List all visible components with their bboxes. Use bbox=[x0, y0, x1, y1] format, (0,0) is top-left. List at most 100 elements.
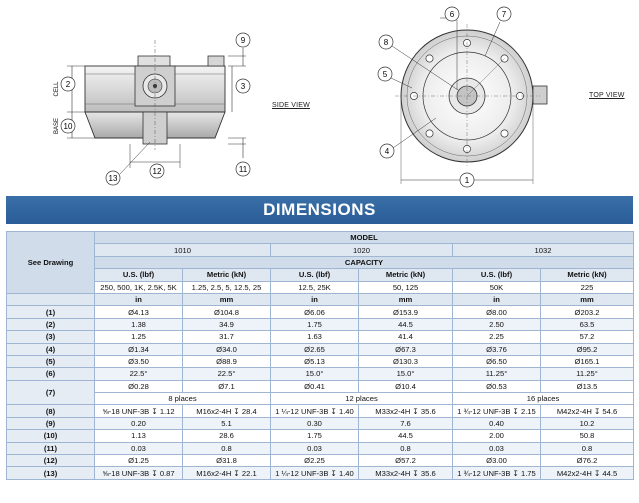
table-cell: 1.25 bbox=[94, 330, 183, 344]
table-cell: Ø6.50 bbox=[452, 354, 541, 369]
table-cell: 34.9 bbox=[182, 317, 271, 332]
table-cell: Ø88.9 bbox=[182, 354, 271, 369]
capacity-cell: 12.5, 25K bbox=[270, 280, 359, 294]
capacity-cell: 250, 500, 1K, 2.5K, 5K bbox=[94, 280, 183, 294]
top-view: 6 7 8 5 4 1 bbox=[377, 6, 548, 188]
table-cell: 15.0° bbox=[270, 367, 359, 381]
table-cell: 1 ¾-12 UNF-3B ↧ 1.75 bbox=[452, 466, 541, 480]
table-cell: Ø57.2 bbox=[358, 454, 453, 468]
dimension-unit: in bbox=[452, 292, 541, 307]
table-cell: 1 ¾-12 UNF-3B ↧ 2.15 bbox=[452, 404, 541, 418]
places-cell: 8 places bbox=[94, 392, 271, 406]
table-cell: 0.8 bbox=[358, 441, 453, 456]
table-cell: 2.00 bbox=[452, 429, 541, 443]
table-cell: 1 ¼-12 UNF-3B ↧ 1.40 bbox=[270, 404, 359, 418]
callout-8-circle bbox=[378, 34, 394, 50]
unit-header: U.S. (lbf) bbox=[270, 268, 359, 282]
unit-header: Metric (kN) bbox=[182, 268, 271, 282]
table-cell: Ø67.3 bbox=[358, 342, 453, 356]
table-cell: Ø0.28 bbox=[94, 379, 183, 394]
dimensions-title: DIMENSIONS bbox=[6, 196, 633, 224]
callout-7-circle bbox=[496, 6, 512, 22]
table-cell: Ø2.25 bbox=[270, 454, 359, 468]
callout-8: 8 bbox=[384, 38, 389, 47]
table-cell: M33x2-4H ↧ 35.6 bbox=[358, 404, 453, 418]
model-1020: 1020 bbox=[270, 243, 453, 257]
table-cell: 57.2 bbox=[539, 330, 635, 344]
row-label: (13) bbox=[6, 466, 95, 480]
places-cell: 16 places bbox=[451, 392, 635, 406]
callout-4-circle bbox=[379, 143, 395, 159]
table-cell: 1.75 bbox=[270, 429, 359, 443]
capacity-header: CAPACITY bbox=[93, 255, 635, 270]
table-cell: Ø34.0 bbox=[182, 342, 271, 356]
row-label: (3) bbox=[6, 330, 95, 344]
capacity-cell: 50, 125 bbox=[358, 280, 453, 294]
table-cell: 11.25° bbox=[539, 367, 635, 381]
row-label: (7) bbox=[6, 379, 95, 406]
callout-2: 2 bbox=[66, 80, 71, 89]
table-cell: Ø3.00 bbox=[452, 454, 541, 468]
table-cell: M33x2-4H ↧ 35.6 bbox=[358, 466, 453, 480]
table-cell: Ø165.1 bbox=[539, 354, 635, 369]
base-label: BASE bbox=[54, 118, 60, 134]
cell-label: CELL bbox=[54, 81, 60, 97]
table-cell: Ø1.25 bbox=[94, 454, 183, 468]
table-cell: 0.03 bbox=[452, 441, 541, 456]
table-cell: 10.2 bbox=[539, 416, 635, 431]
table-cell: 1.63 bbox=[270, 330, 359, 344]
table-cell: 0.8 bbox=[539, 441, 635, 456]
row-label: (8) bbox=[6, 404, 95, 418]
table-cell: 0.30 bbox=[270, 416, 359, 431]
table-cell: Ø10.4 bbox=[358, 379, 453, 394]
table-cell: 0.8 bbox=[182, 441, 271, 456]
callout-11-circle bbox=[235, 161, 251, 177]
table-cell: ⅝-18 UNF-3B ↧ 0.87 bbox=[94, 466, 183, 480]
table-cell: Ø3.76 bbox=[452, 342, 541, 356]
table-cell: M16x2-4H ↧ 28.4 bbox=[182, 404, 271, 418]
table-cell: 2.25 bbox=[452, 330, 541, 344]
table-cell: 5.1 bbox=[182, 416, 271, 431]
table-cell: Ø153.9 bbox=[358, 305, 453, 319]
table-cell: ⅝-18 UNF-3B ↧ 1.12 bbox=[94, 404, 183, 418]
callout-6-circle bbox=[444, 6, 460, 22]
callout-2-circle bbox=[60, 76, 76, 92]
callout-4: 4 bbox=[385, 147, 390, 156]
row-label: (9) bbox=[6, 416, 95, 431]
row-label: (4) bbox=[6, 342, 95, 356]
row-label: (6) bbox=[6, 367, 95, 381]
row-label: (5) bbox=[6, 354, 95, 369]
table-cell: Ø8.00 bbox=[452, 305, 541, 319]
unit-header: U.S. (lbf) bbox=[452, 268, 541, 282]
table-cell: 31.7 bbox=[182, 330, 271, 344]
model-1032: 1032 bbox=[451, 243, 635, 257]
table-cell: Ø95.2 bbox=[539, 342, 635, 356]
table-cell: M42x2-4H ↧ 54.6 bbox=[539, 404, 635, 418]
callout-9-circle bbox=[235, 32, 251, 48]
table-cell: Ø31.8 bbox=[182, 454, 271, 468]
table-cell: 22.5° bbox=[182, 367, 271, 381]
dimension-unit: in bbox=[94, 292, 183, 307]
table-cell: Ø3.50 bbox=[94, 354, 183, 369]
capacity-cell: 1.25, 2.5, 5, 12.5, 25 bbox=[182, 280, 271, 294]
table-cell: 0.40 bbox=[452, 416, 541, 431]
row-label: (2) bbox=[6, 317, 95, 332]
table-cell: 1.13 bbox=[94, 429, 183, 443]
units-row: U.S. (lbf)Metric (kN)U.S. (lbf)Metric (k… bbox=[6, 268, 635, 282]
callout-7: 7 bbox=[502, 10, 507, 19]
table-cell: 0.03 bbox=[94, 441, 183, 456]
dimension-unit: in bbox=[270, 292, 359, 307]
table-cell: 50.8 bbox=[539, 429, 635, 443]
dimension-unit: mm bbox=[539, 292, 635, 307]
table-cell: 2.50 bbox=[452, 317, 541, 332]
